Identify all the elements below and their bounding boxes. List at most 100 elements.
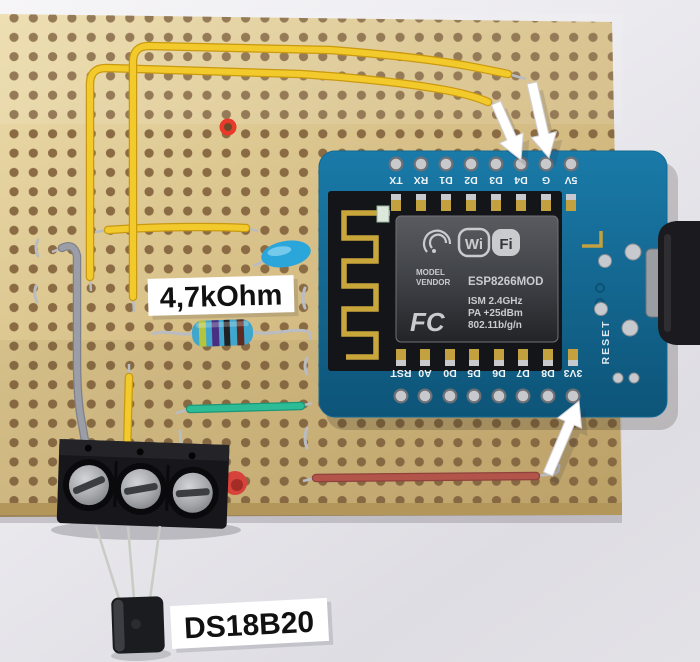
- screw-slot: [72, 476, 106, 495]
- yellow-jumper-short: [105, 223, 249, 233]
- yellow-wire-d: [124, 374, 132, 455]
- bottom-pin-row: RST A0 D0 D5 D6 D7 D8 3V3: [390, 367, 582, 404]
- shield-vendor-text: VENDOR: [416, 278, 450, 287]
- solder-pad: [594, 302, 608, 316]
- bottom-pin-labels: RST A0 D0 D5 D6 D7 D8 3V3: [390, 367, 582, 379]
- resistor-label-text: 4,7kOhm: [159, 279, 282, 314]
- resistor-annotation: 4,7kOhm: [147, 275, 299, 320]
- yellow-wire-a: [87, 64, 491, 280]
- esp12-shield: Wi Fi MODEL VENDOR ESP8266MOD FC ISM 2.4…: [395, 215, 559, 343]
- smd-led: [376, 205, 390, 223]
- pin-label-g: G: [542, 174, 550, 186]
- shield-spec-line1: ISM 2.4GHz: [468, 296, 522, 307]
- top-pin-row: TX RX D1 D2 D3 D4 G 5V: [388, 156, 579, 186]
- terminal-block-top: [58, 439, 230, 461]
- sensor-annotation: DS18B20: [170, 597, 334, 653]
- sensor-leg: [126, 525, 136, 600]
- screw-slot: [123, 483, 158, 495]
- terminal-entry-hole: [136, 448, 144, 456]
- terminal-entry-hole: [84, 444, 92, 452]
- sensor-label-text: DS18B20: [183, 606, 315, 646]
- wire-staple: [34, 238, 40, 258]
- capacitor: [253, 240, 311, 268]
- gray-wire-body: [59, 243, 90, 455]
- arrow-to-g-pin: [526, 81, 558, 160]
- usb-connector: [645, 221, 700, 345]
- pin-holes-bottom: [393, 388, 581, 404]
- vendor-swirl-icon: [422, 229, 452, 253]
- pin-label-d7: D7: [516, 367, 530, 379]
- solder-pad: [624, 243, 642, 261]
- pin-label-d2: D2: [464, 174, 478, 186]
- green-wire-body: [187, 403, 304, 412]
- wifi-fi-text: Fi: [499, 236, 512, 253]
- resistor-band-brown: [236, 319, 245, 346]
- pin-label-d6: D6: [492, 367, 506, 379]
- pin-holes-top: [388, 156, 579, 172]
- wire-staple: [301, 286, 307, 310]
- pin-label-d1: D1: [439, 174, 453, 186]
- wire-staple: [303, 426, 309, 450]
- resistor-highlight: [195, 321, 249, 328]
- shield-spec-line3: 802.11b/g/n: [468, 320, 522, 331]
- resistor-band-yellow: [198, 320, 207, 347]
- arrow-shadow: [549, 409, 588, 484]
- pcb-antenna: [341, 210, 390, 360]
- shield-chip-text: ESP8266MOD: [468, 276, 543, 288]
- resistor-lead-right: [251, 328, 312, 341]
- red-wire-body: [313, 473, 539, 481]
- resistor-label-bg: [147, 275, 295, 316]
- wire-staple: [303, 356, 309, 376]
- terminal-block-assembly: [51, 429, 247, 661]
- resistor-lead-left: [151, 330, 194, 336]
- capacitor-body: [261, 240, 311, 268]
- capacitor-highlight: [267, 246, 292, 256]
- arrow-to-3v3-pin: [542, 400, 583, 477]
- esp12-top-pads: [391, 194, 576, 211]
- pin-label-tx: TX: [389, 174, 402, 186]
- pin-label-d8: D8: [541, 367, 555, 379]
- wifi-wi-text: Wi: [465, 236, 483, 253]
- pin-label-5v: 5V: [565, 174, 578, 186]
- solder-pad: [598, 254, 612, 268]
- arrow-to-d4-pin: [490, 100, 524, 161]
- shield-model-text: MODEL: [416, 268, 445, 277]
- pin-label-d5: D5: [467, 367, 481, 379]
- via: [595, 283, 605, 293]
- green-jumper-wire: [175, 401, 313, 415]
- pin-label-d4: D4: [514, 174, 528, 186]
- pin-label-3v3: 3V3: [564, 367, 583, 379]
- pin-label-d0: D0: [443, 367, 457, 379]
- pin-label-rst: RST: [390, 367, 412, 379]
- top-pin-labels: TX RX D1 D2 D3 D4 G 5V: [389, 174, 577, 186]
- yellow-wires: [85, 41, 527, 457]
- sensor-highlight: [113, 599, 125, 652]
- terminal-entry-hole: [188, 452, 196, 460]
- module-right-details: RESET: [582, 231, 642, 384]
- fcc-logo: FC: [410, 307, 446, 337]
- sensor-legs: [94, 525, 162, 600]
- board-shadow: [0, 515, 622, 523]
- solder-staples: [33, 238, 309, 450]
- solder-pad: [612, 372, 624, 384]
- pin-label-d3: D3: [489, 174, 503, 186]
- sensor-leg: [148, 525, 162, 600]
- pin-label-a0: A0: [418, 367, 432, 379]
- solder-pad: [621, 319, 639, 337]
- resistor: [151, 319, 312, 347]
- red-marked-hole-center: [224, 123, 232, 131]
- shield-spec-line2: PA +25dBm: [468, 308, 523, 319]
- yellow-wire-b: [130, 42, 511, 300]
- wifi-logo: Wi Fi: [457, 227, 520, 258]
- resistor-band-violet: [211, 320, 220, 347]
- sensor-label-bg: [170, 597, 330, 650]
- sensor-dimple: [130, 619, 141, 630]
- sensor-leg: [94, 525, 121, 600]
- gray-wire: [51, 242, 92, 457]
- d1-mini-module: Wi Fi MODEL VENDOR ESP8266MOD FC ISM 2.4…: [318, 150, 678, 430]
- resistor-band-black: [223, 319, 231, 346]
- wire-staple: [33, 284, 39, 304]
- pin-label-rx: RX: [414, 174, 429, 186]
